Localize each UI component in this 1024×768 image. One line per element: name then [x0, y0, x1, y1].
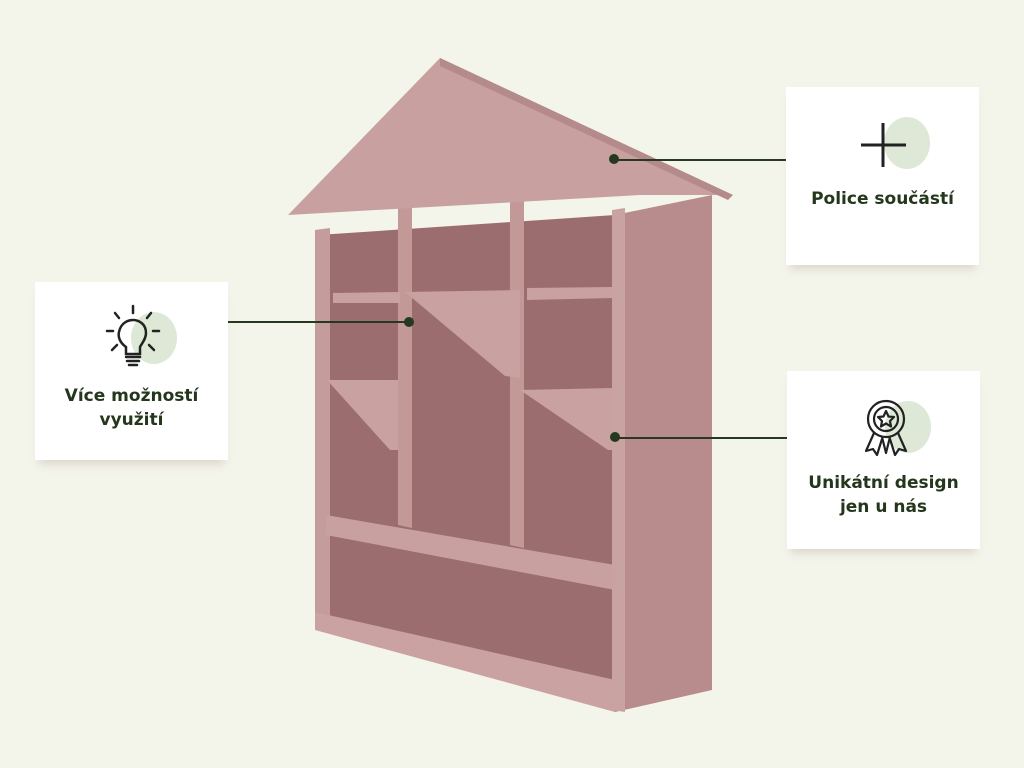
connector-line-unique — [616, 437, 810, 439]
award-ribbon-icon — [849, 395, 931, 465]
callout-card-unique: Unikátní design jen u nás — [787, 371, 980, 549]
label-line-2: využití — [99, 410, 164, 430]
callout-card-shelves: Police součástí — [786, 87, 979, 265]
plus-icon — [848, 111, 930, 181]
callout-label-shelves: Police součástí — [811, 189, 954, 209]
label-line-2: jen u nás — [839, 497, 928, 517]
connector-line-versatile — [203, 321, 410, 323]
callout-label-unique: Unikátní design jen u nás — [808, 471, 958, 519]
hotspot-shelves[interactable] — [609, 154, 619, 164]
callout-card-versatile: Více možností využití — [35, 282, 228, 460]
connector-line-shelves — [614, 159, 810, 161]
hotspot-versatile[interactable] — [404, 317, 414, 327]
lightbulb-icon — [97, 302, 177, 372]
label-line-1: Více možností — [64, 386, 199, 406]
label-line-1: Unikátní design — [808, 473, 959, 493]
callout-label-versatile: Více možností využití — [65, 384, 199, 432]
hotspot-unique[interactable] — [610, 432, 620, 442]
